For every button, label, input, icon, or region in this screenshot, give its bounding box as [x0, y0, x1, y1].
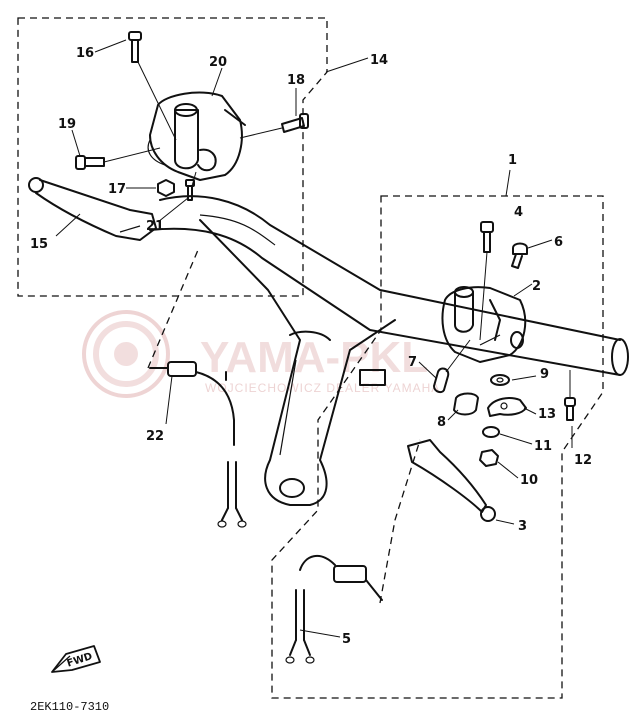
- callout-8: 8: [437, 415, 446, 430]
- bracket-13: [487, 397, 527, 417]
- bolt-12: [564, 370, 576, 421]
- bolt-7: [433, 339, 471, 394]
- right-lever-holder-2: [441, 286, 527, 363]
- switch-22: [147, 249, 247, 528]
- callout-18: 18: [287, 73, 305, 88]
- callout-13: 13: [538, 407, 556, 422]
- leader-lines: [55, 39, 573, 638]
- callout-2: 2: [532, 279, 541, 294]
- nut-17: [157, 179, 175, 197]
- callout-21: 21: [146, 219, 164, 234]
- left-lever-holder-20: [147, 91, 246, 181]
- brake-line-link: [379, 439, 421, 604]
- watermark-sub: WOJCIECHOWICZ DEALER YAMAHA: [205, 381, 440, 395]
- watermark-logo-icon: [82, 310, 170, 398]
- callout-12: 12: [574, 453, 592, 468]
- watermark-brand: YAMA-PKL: [200, 333, 428, 382]
- callout-15: 15: [30, 237, 48, 252]
- callout-3: 3: [518, 519, 527, 534]
- callout-labels: 1 2 3 4 5 6 7 8 9 10 11 12 13 14 15 16 1…: [30, 46, 592, 647]
- bolt-16: [128, 31, 177, 141]
- callout-7: 7: [408, 355, 417, 370]
- callout-17: 17: [108, 182, 126, 197]
- callout-9: 9: [540, 367, 549, 382]
- screw-6: [511, 242, 528, 269]
- callout-16: 16: [76, 46, 94, 61]
- group-box-1: [271, 195, 604, 699]
- washer-9: [490, 374, 510, 386]
- screw-21: [185, 171, 197, 201]
- callout-20: 20: [209, 55, 227, 70]
- fwd-arrow-icon: FWD: [51, 645, 101, 673]
- watermark: YAMA-PKL WOJCIECHOWICZ DEALER YAMAHA: [82, 310, 440, 398]
- bolt-4: [479, 221, 494, 341]
- callout-4: 4: [514, 205, 523, 220]
- nut-10: [479, 449, 499, 467]
- switch-5: [285, 555, 383, 664]
- bolt-18: [239, 113, 309, 139]
- callout-1: 1: [508, 153, 517, 168]
- diagram-code: 2EK110-7310: [30, 700, 109, 714]
- callout-19: 19: [58, 117, 76, 132]
- bolt-19: [75, 147, 161, 170]
- left-lever-15: [28, 177, 157, 241]
- callout-6: 6: [554, 235, 563, 250]
- handlebar: [149, 195, 629, 376]
- group-box-14: [17, 17, 328, 297]
- callout-14: 14: [370, 53, 388, 68]
- callout-5: 5: [342, 632, 351, 647]
- callout-22: 22: [146, 429, 164, 444]
- callout-10: 10: [520, 473, 538, 488]
- washer-11: [482, 426, 500, 438]
- right-lever-3: [407, 439, 496, 522]
- collar-8: [453, 392, 479, 416]
- steering-crown: [199, 219, 396, 506]
- callout-11: 11: [534, 439, 552, 454]
